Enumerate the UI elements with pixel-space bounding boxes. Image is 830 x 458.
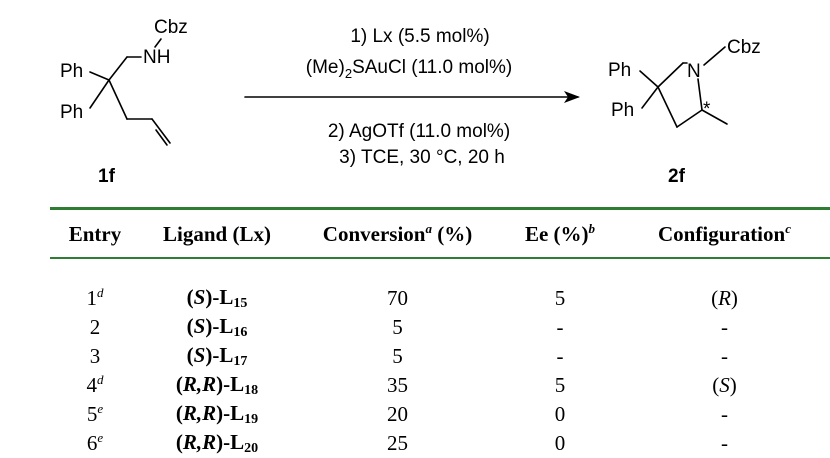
cell-configuration: - (721, 402, 728, 426)
cell-entry: 5e (86, 401, 104, 426)
table-row: 4d (R,R)-L18 35 5 (S) (50, 371, 830, 400)
bond-vinyl-2 (155, 129, 168, 146)
condition-catalyst: (Me)2SAuCl (11.0 mol%) (306, 57, 512, 81)
reactant-label: 1f (98, 166, 116, 187)
table-header-row: Entry Ligand (Lx) Conversiona (%) Ee (%)… (50, 212, 830, 256)
cell-configuration: (R) (711, 286, 738, 310)
ring-bond-n-c2 (697, 78, 703, 111)
bond-quat-ch2 (108, 56, 128, 81)
table-row: 5e (R,R)-L19 20 0 - (50, 400, 830, 429)
bond-quat-ph2 (89, 79, 110, 109)
table-row: 1d (S)-L15 70 5 (R) (50, 284, 830, 313)
cell-entry: 3 (89, 344, 101, 368)
product-structure: Ph Ph N Cbz * 2f (608, 37, 761, 187)
cell-conversion: 20 (387, 402, 408, 426)
bond-n-cbz (703, 46, 726, 66)
condition-step-2: 2) AgOTf (11.0 mol%) (328, 121, 510, 142)
condition-step-1: 1) Lx (5.5 mol%) (350, 26, 489, 47)
table-header-rule (50, 257, 830, 259)
cell-ee: 0 (554, 431, 566, 455)
product-label: 2f (668, 166, 686, 187)
cell-ee: 0 (554, 402, 566, 426)
cell-entry: 6e (86, 430, 104, 455)
product-phenyl-2: Ph (611, 100, 634, 121)
ring-bond-c3-c4 (657, 86, 678, 128)
header-configuration: Configurationc (658, 220, 791, 246)
cell-entry: 4d (86, 372, 104, 397)
product-phenyl-1: Ph (608, 60, 631, 81)
table-top-rule (50, 207, 830, 210)
cell-ligand: (S)-L16 (186, 314, 248, 340)
cell-configuration: (S) (712, 373, 737, 397)
product-cbz-label: Cbz (727, 37, 761, 58)
table-row: 6e (R,R)-L20 25 0 - (50, 429, 830, 458)
table-spacer-row (50, 256, 830, 284)
cell-ligand: (S)-L17 (186, 343, 248, 369)
bond-c2-methyl (701, 109, 728, 125)
cell-ligand: (S)-L15 (186, 285, 248, 311)
ring-bond-c2-c3 (676, 109, 703, 128)
cell-ligand: (R,R)-L19 (175, 401, 259, 427)
cell-ligand: (R,R)-L20 (175, 430, 259, 456)
cell-ee: 5 (554, 286, 566, 310)
cell-ee: 5 (554, 373, 566, 397)
cell-entry: 1d (86, 285, 104, 310)
cell-ee: - (556, 344, 564, 368)
cell-conversion: 5 (392, 315, 403, 339)
bond-quat-ph1 (89, 71, 110, 81)
header-ligand: Ligand (Lx) (163, 221, 271, 246)
header-ee: Ee (%)b (524, 220, 596, 246)
cell-ee: - (556, 315, 564, 339)
bond-c4-ph1 (639, 70, 659, 88)
reaction-arrow-head (564, 91, 580, 103)
table-row: 3 (S)-L17 5 - - (50, 342, 830, 371)
ring-bond-c4-c5 (657, 62, 684, 88)
header-entry: Entry (68, 221, 122, 246)
cell-conversion: 25 (387, 431, 408, 455)
reaction-scheme: Cbz NH Ph Ph 1f 1) Lx (5.5 mol%) (Me)2SA… (60, 17, 761, 187)
cell-configuration: - (721, 344, 728, 368)
product-n-label: N (687, 61, 701, 82)
cell-conversion: 35 (387, 373, 408, 397)
cell-conversion: 70 (387, 286, 408, 310)
cell-configuration: - (721, 431, 728, 455)
reactant-phenyl-1: Ph (60, 61, 83, 82)
cell-conversion: 5 (392, 344, 403, 368)
bond-c4-ph2 (641, 86, 659, 109)
header-conversion: Conversiona (%) (322, 220, 473, 246)
cell-ligand: (R,R)-L18 (175, 372, 259, 398)
bond-quat-allyl (108, 79, 128, 120)
reactant-structure: Cbz NH Ph Ph 1f (60, 17, 188, 187)
condition-step-3: 3) TCE, 30 °C, 20 h (339, 147, 505, 168)
cell-configuration: - (721, 315, 728, 339)
results-table: Entry Ligand (Lx) Conversiona (%) Ee (%)… (50, 212, 830, 458)
bond-vinyl-1 (151, 118, 171, 144)
cell-entry: 2 (89, 315, 101, 339)
reaction-conditions: 1) Lx (5.5 mol%) (Me)2SAuCl (11.0 mol%) … (244, 26, 580, 168)
reactant-cbz-label: Cbz (154, 17, 188, 38)
table-row: 2 (S)-L16 5 - - (50, 313, 830, 342)
bond-nh-cbz (154, 38, 162, 48)
reactant-phenyl-2: Ph (60, 102, 83, 123)
reactant-nh-label: NH (143, 47, 170, 68)
stereocenter-mark: * (703, 99, 711, 120)
